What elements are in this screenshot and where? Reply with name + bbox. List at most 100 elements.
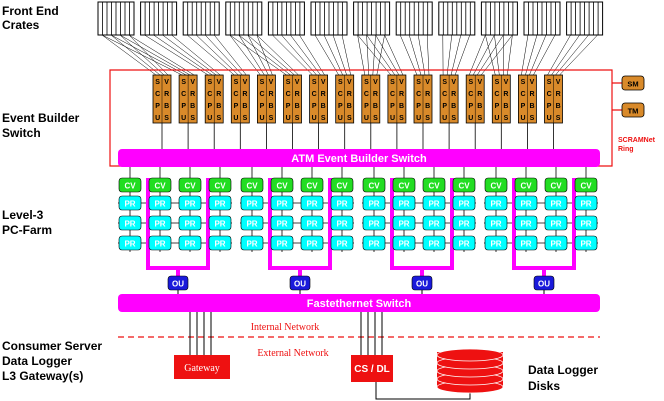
module-letter: V — [347, 79, 352, 86]
tm-label: TM — [628, 107, 639, 116]
module-letter: V — [190, 79, 195, 86]
gateway-label: Gateway — [184, 363, 220, 374]
module-letter: S — [364, 79, 369, 86]
pr-label: PR — [154, 220, 165, 229]
module-letter: S — [338, 79, 343, 86]
pr-label: PR — [336, 200, 347, 209]
module-letter: S — [547, 79, 552, 86]
module-letter: R — [556, 91, 561, 98]
pr-box — [362, 235, 386, 251]
pr-box — [514, 215, 538, 231]
pr-box — [392, 195, 416, 211]
module-letter: B — [556, 103, 561, 110]
module-letter: S — [521, 79, 526, 86]
module-letter: R — [164, 91, 169, 98]
module-letter: S — [556, 115, 561, 122]
module-letter: B — [503, 103, 508, 110]
fastethernet-switch-label: Fastethernet Switch — [307, 298, 412, 310]
pr-box — [330, 235, 354, 251]
cv-box — [208, 177, 232, 193]
crate-to-module-link — [408, 34, 422, 76]
module-letter: P — [390, 103, 395, 110]
module-letter: U — [259, 115, 264, 122]
crate-to-module-link — [144, 34, 209, 76]
cv-box — [574, 177, 598, 193]
front-end-label-line1: Front End — [2, 4, 59, 18]
pr-box — [270, 195, 294, 211]
pr-label: PR — [458, 220, 469, 229]
cv-label: CV — [398, 182, 410, 191]
pr-box — [270, 235, 294, 251]
pr-label: PR — [550, 200, 561, 209]
pr-box — [574, 195, 598, 211]
cv-box — [240, 177, 264, 193]
sm-label: SM — [627, 80, 638, 89]
crate-to-module-link — [101, 34, 183, 76]
crate-to-module-link — [110, 34, 161, 76]
module-letter: U — [338, 115, 343, 122]
module-letter: B — [242, 103, 247, 110]
sm-box — [621, 75, 645, 91]
crate-to-module-link — [357, 34, 366, 76]
cv-box — [452, 177, 476, 193]
module-letter: C — [312, 91, 317, 98]
module-letter: S — [181, 79, 186, 86]
module-letter: P — [207, 103, 212, 110]
module-letter: V — [295, 79, 300, 86]
crate-to-module-link — [529, 34, 547, 76]
pr-box — [118, 235, 142, 251]
module-letter: R — [477, 91, 482, 98]
module-letter: S — [260, 79, 265, 86]
fastethernet-switch — [118, 294, 600, 312]
cs-to-disks-link — [375, 382, 471, 400]
crate — [438, 1, 476, 36]
ou-label: OU — [538, 280, 550, 289]
module-letter: P — [312, 103, 317, 110]
module-letter: C — [494, 91, 499, 98]
module-letter: U — [547, 115, 552, 122]
external-network-label: External Network — [257, 348, 328, 359]
pr-box — [544, 215, 568, 231]
event-builder-label-line1: Event Builder — [2, 111, 80, 125]
cv-label: CV — [336, 182, 348, 191]
module-letter: B — [321, 103, 326, 110]
module-letter: V — [321, 79, 326, 86]
module-letter: S — [442, 79, 447, 86]
module-letter: B — [190, 103, 195, 110]
pr-box — [148, 195, 172, 211]
pr-label: PR — [398, 240, 409, 249]
module-letter: P — [364, 103, 369, 110]
sm-tm-links — [612, 82, 622, 111]
crate-to-module-link — [290, 34, 321, 76]
crate — [267, 1, 305, 36]
cv-label: CV — [550, 182, 562, 191]
module-letter: V — [425, 79, 430, 86]
crate-to-module-link — [281, 34, 317, 76]
cs-dl-label: CS / DL — [354, 364, 390, 375]
module-letter: S — [234, 79, 239, 86]
pr-label: PR — [580, 200, 591, 209]
module-letter: P — [442, 103, 447, 110]
pr-box — [300, 195, 324, 211]
crate-to-module-link — [229, 34, 287, 76]
pr-label: PR — [550, 240, 561, 249]
atm-switch-label: ATM Event Builder Switch — [291, 153, 427, 165]
crate-to-module-link — [229, 34, 261, 76]
crate-to-module-link — [101, 34, 157, 76]
crate-to-module-link — [119, 34, 191, 76]
pr-label: PR — [214, 240, 225, 249]
crate-to-module-link — [272, 34, 313, 76]
module-letter: C — [155, 91, 160, 98]
crate-to-module-link — [205, 34, 243, 76]
crate-to-module-link — [238, 34, 265, 76]
cv-label: CV — [580, 182, 592, 191]
crate-to-module-link — [521, 34, 529, 76]
cv-box — [514, 177, 538, 193]
